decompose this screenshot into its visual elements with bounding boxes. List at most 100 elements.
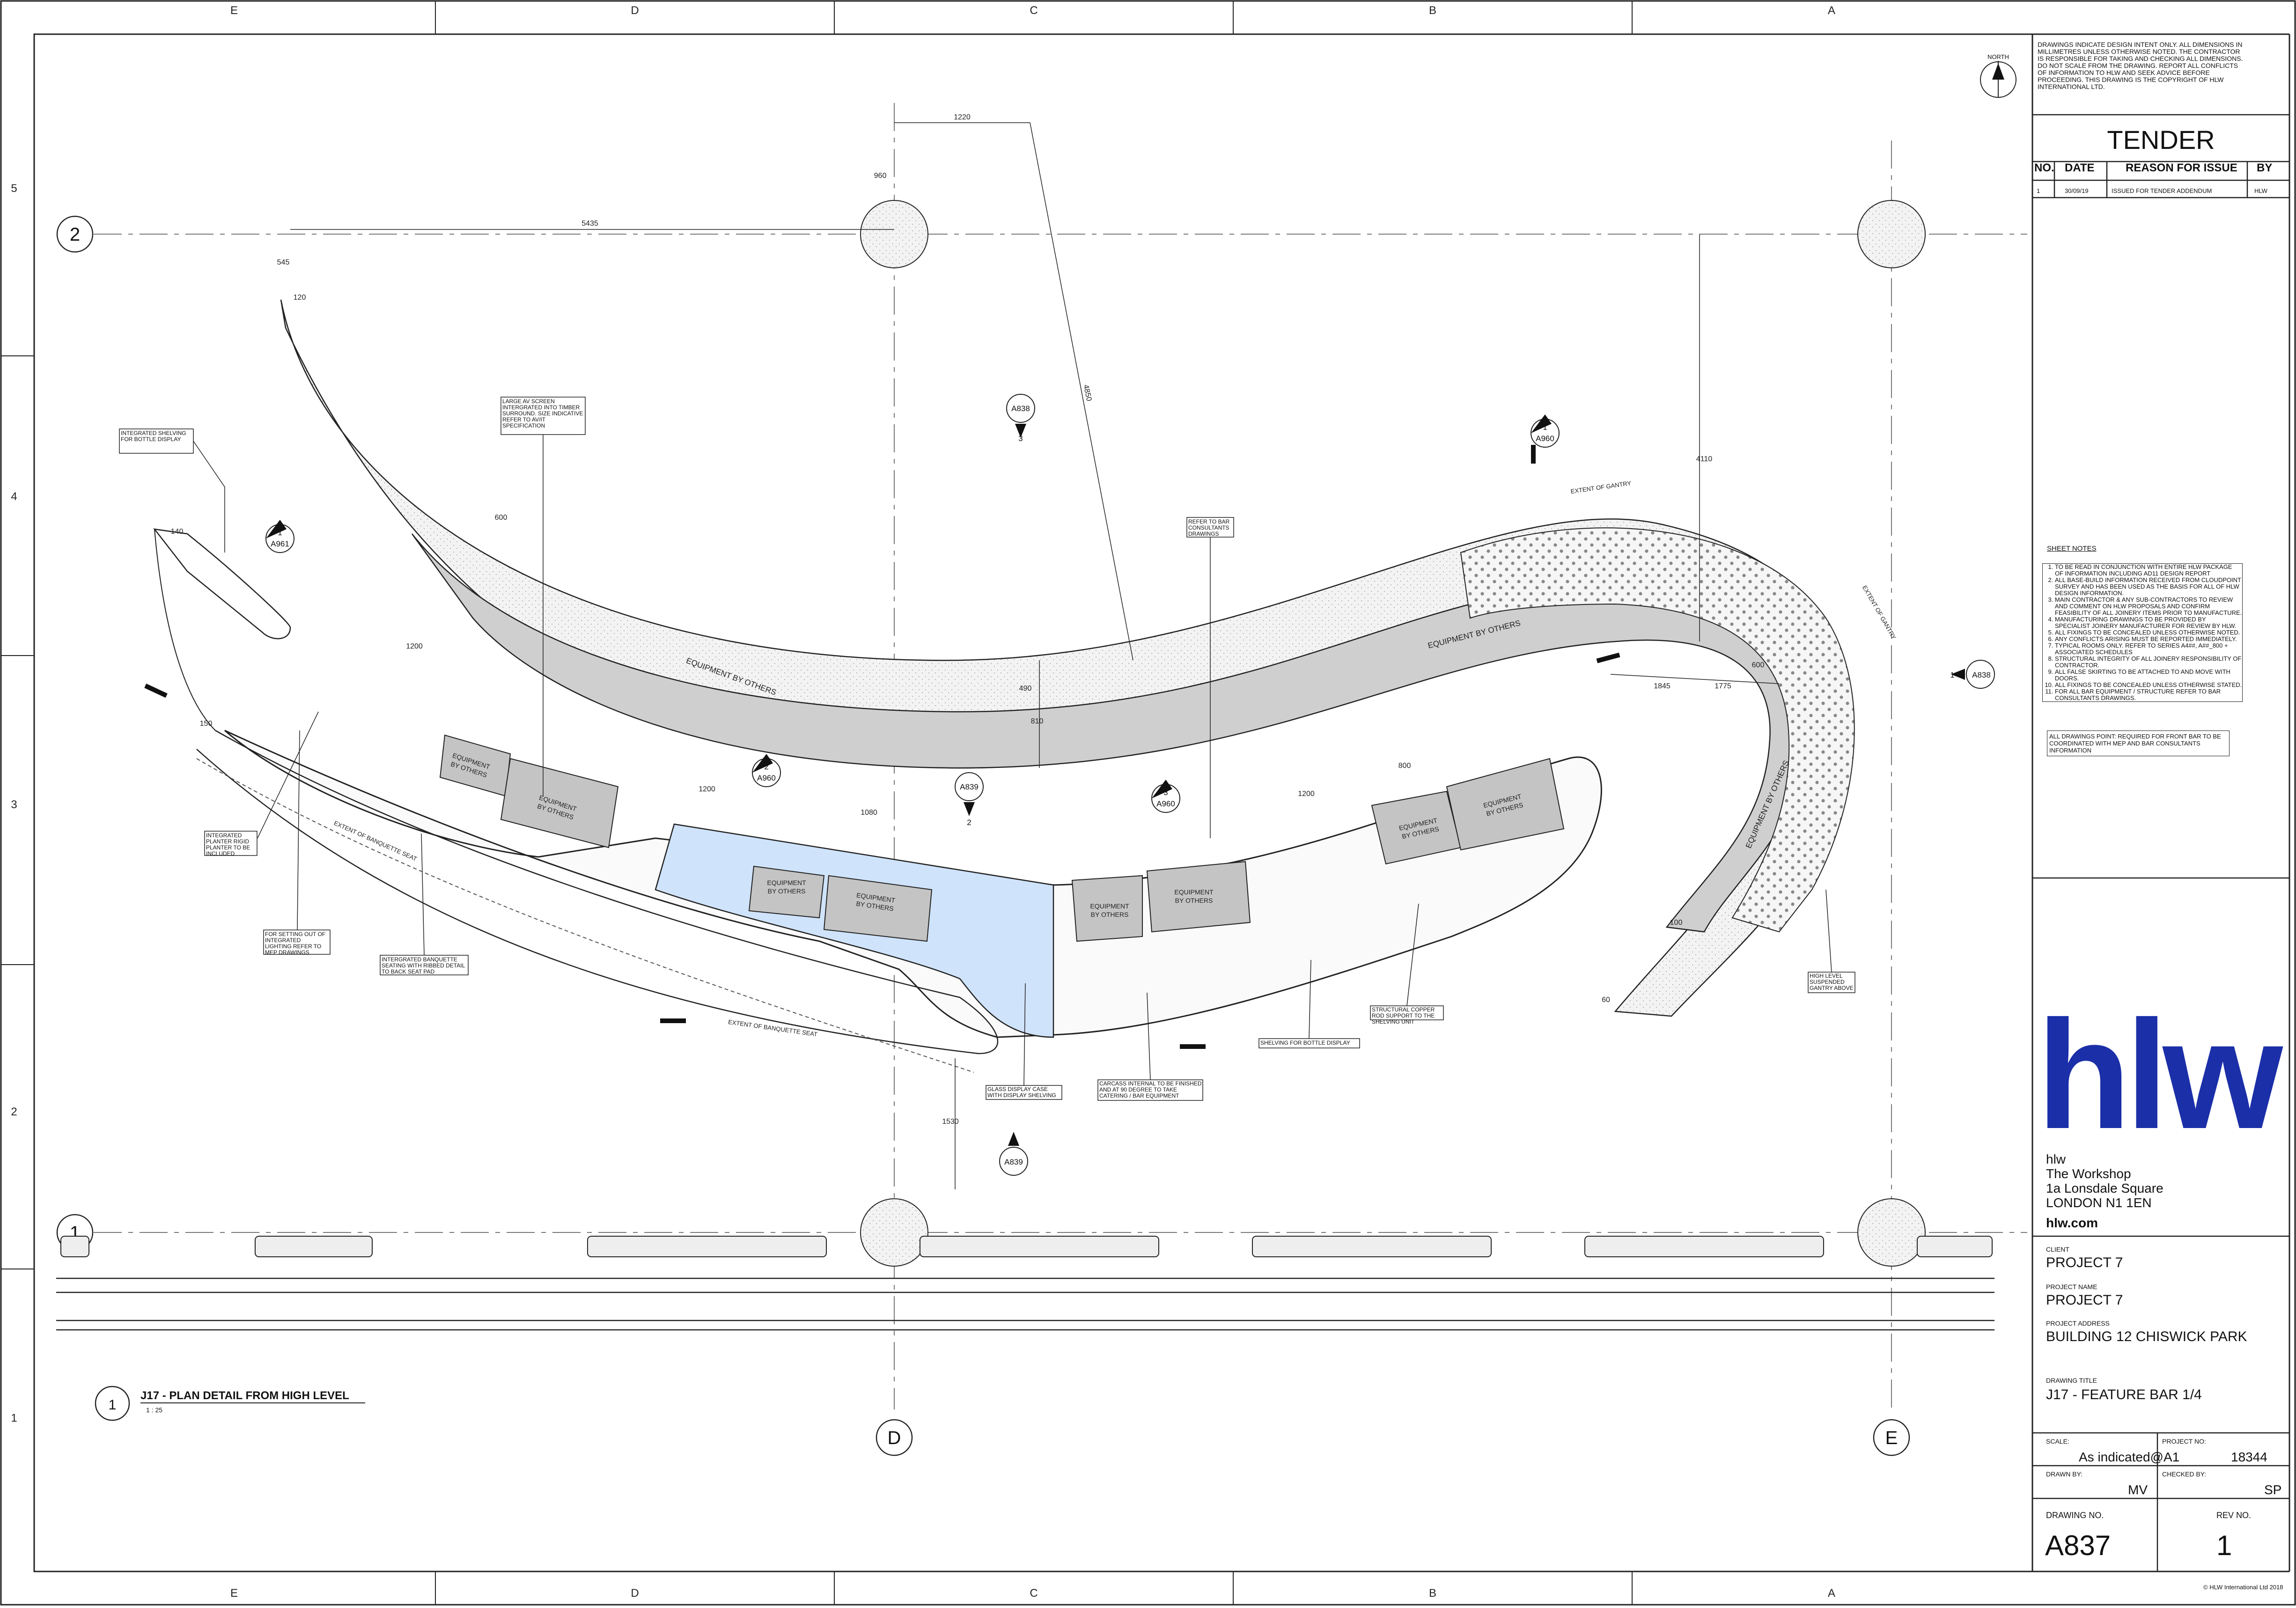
sheet-note: ALL FIXINGS TO BE CONCEALED UNLESS OTHER… [2055,629,2242,636]
sheet-note: ALL BASE-BUILD INFORMATION RECEIVED FROM… [2055,577,2242,597]
dim-label: 4110 [1696,455,1713,463]
dim-label: 810 [1031,717,1044,725]
dim-label: 1200 [1298,790,1315,798]
section-num: 3 [1163,788,1168,797]
section-sheet: A960 [757,774,776,782]
equip-box-label: BY OTHERS [1091,911,1129,918]
rev-label: REV NO. [2216,1511,2252,1520]
note-shelving: INTEGRATED SHELVING FOR BOTTLE DISPLAY [121,430,186,443]
dim-label: 600 [495,514,508,522]
leaders [193,435,1832,1086]
section-sheet: A839 [1004,1158,1023,1166]
title-block-lines [2032,114,2289,1571]
axis-bubble-label: D [888,1428,901,1448]
row-label: 4 [11,490,17,503]
company-web: hlw.com [2046,1216,2098,1230]
dim-label: 1080 [861,809,877,817]
dim-label: 800 [1398,762,1411,770]
col-label: B [1429,1587,1436,1600]
view-scale: 1 : 25 [146,1406,162,1414]
sheet-note-2: ALL DRAWINGS POINT: REQUIRED FOR FRONT B… [2047,730,2230,756]
section-sheet: A838 [1011,404,1030,413]
section-sheet: A960 [1156,799,1175,808]
planter-edge [154,529,216,731]
dim-label: 1530 [942,1118,959,1126]
planter [153,528,291,640]
drawing-title-label: DRAWING TITLE [2046,1377,2097,1384]
address-line: The Workshop [2046,1166,2131,1181]
scale-label: SCALE: [2046,1438,2069,1445]
note-shelving2: SHELVING FOR BOTTLE DISPLAY [1260,1040,1350,1046]
rev-value: 1 [2216,1530,2232,1561]
axis-bubble-label: 2 [70,224,80,245]
dim-label: 1775 [1715,682,1731,690]
sheet-note: ANY CONFLICTS ARISING MUST BE REPORTED I… [2055,636,2242,642]
dim-label: 140 [171,528,184,536]
equip-box-label: EQUIPMENT [1174,888,1214,896]
cut-marks [144,445,1620,1049]
project-name-label: PROJECT NAME [2046,1283,2097,1291]
issue-row-by: HLW [2254,187,2267,194]
note-carcass: CARCASS INTERNAL TO BE FINISHED AND AT 9… [1099,1080,1202,1099]
drawn-by-value: MV [2128,1483,2148,1497]
drawing-title-value: J17 - FEATURE BAR 1/4 [2046,1387,2202,1402]
note-planter: INTEGRATED PLANTER RIGID PLANTER TO BE I… [206,832,250,857]
sheet-note: FOR ALL BAR EQUIPMENT / STRUCTURE REFER … [2055,688,2242,701]
dim-label: 1200 [406,642,423,650]
drawing-no-value: A837 [2045,1530,2111,1561]
issue-row-date: 30/09/19 [2065,187,2089,194]
project-no-label: PROJECT NO: [2162,1438,2206,1445]
issue-header-no: NO. [2034,162,2054,174]
scale-value: As indicated@A1 [2079,1450,2180,1464]
sheet-note: TYPICAL ROOMS ONLY. REFER TO SERIES A4##… [2055,642,2242,656]
dim-label: 960 [874,172,887,180]
section-sheet: A839 [960,782,979,791]
row-label: 3 [11,798,17,811]
row-label: 1 [11,1412,17,1424]
section-num: 1 [278,528,282,537]
address-line: 1a Lonsdale Square [2046,1181,2164,1195]
dim-label: 545 [277,258,290,266]
extent-label: EXTENT OF GANTRY [1861,584,1898,641]
dim-label: 600 [1752,661,1765,669]
lower-wall [56,1277,1994,1331]
sheet-note: MAIN CONTRACTOR & ANY SUB-CONTRACTORS TO… [2055,597,2242,616]
view-title: 1 J17 - PLAN DETAIL FROM HIGH LEVEL 1 : … [95,1386,365,1421]
note-av-screen: LARGE AV SCREEN INTERGRATED INTO TIMBER … [502,398,583,429]
col-label: C [1030,4,1038,17]
section-num: 1 [1950,671,1954,679]
issue-header-reason: REASON FOR ISSUE [2126,162,2237,174]
view-title-text: J17 - PLAN DETAIL FROM HIGH LEVEL [140,1389,349,1402]
section-num: 3 [1018,434,1023,443]
banquette-back [196,758,974,1073]
dim-label: 120 [294,294,306,302]
equip-box-label: BY OTHERS [768,887,806,895]
issue-header-date: DATE [2065,162,2095,174]
section-num: 1 [1011,1136,1016,1145]
col-label: E [230,4,238,17]
drawing-no-label: DRAWING NO. [2046,1511,2104,1520]
north-arrow: NORTH [1980,53,2016,98]
note-setting-out: FOR SETTING OUT OF INTEGRATED LIGHTING R… [265,931,326,956]
sheet-notes-list: TO BE READ IN CONJUNCTION WITH ENTIRE HL… [2042,563,2243,702]
sheet-note: MANUFACTURING DRAWINGS TO BE PROVIDED BY… [2055,616,2242,629]
equipment-boxes [439,734,1565,942]
col-label: D [631,4,639,17]
north-label: NORTH [1987,53,2009,60]
drawn-by-label: DRAWN BY: [2046,1470,2083,1478]
section-sheet: A838 [1972,671,1991,679]
note-boxes [119,397,1855,1101]
col-label: A [1828,1587,1835,1600]
sheet-note: ALL FALSE SKIRTING TO BE ATTACHED TO AND… [2055,669,2242,682]
client-value: PROJECT 7 [2046,1255,2123,1270]
section-num: 2 [764,762,768,771]
equip-box-label: EQUIPMENT [767,879,806,886]
grid-bubbles [56,215,1910,1456]
note-copper: STRUCTURAL COPPER ROD SUPPORT TO THE SHE… [1372,1006,1435,1025]
address-line: LONDON N1 1EN [2046,1195,2152,1210]
dimensions [290,122,1780,1189]
section-sheet: A960 [1536,434,1554,443]
col-label: B [1429,4,1436,17]
sheet-note: ALL FIXINGS TO BE CONCEALED UNLESS OTHER… [2055,682,2242,688]
